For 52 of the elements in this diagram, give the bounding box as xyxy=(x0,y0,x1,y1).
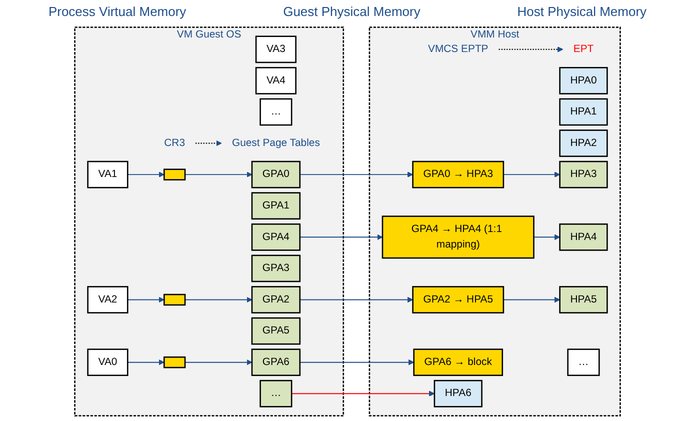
node-box: GPA4 → HPA4 (1:1 mapping) xyxy=(382,216,534,259)
arrow xyxy=(502,296,560,303)
node-text: EPT xyxy=(573,44,594,55)
node-box: GPA3 xyxy=(251,254,301,282)
column-heading: Process Virtual Memory xyxy=(48,4,186,18)
node-box: GPA6 → block xyxy=(413,348,504,376)
arrow xyxy=(291,390,435,396)
node-box: VA1 xyxy=(87,160,128,188)
node-box: VA3 xyxy=(255,36,296,64)
node-box: … xyxy=(567,348,600,376)
node-box: VA4 xyxy=(255,66,296,94)
arrow xyxy=(299,172,414,178)
node-box: HPA5 xyxy=(559,286,608,314)
node-box: HPA2 xyxy=(559,130,608,157)
node-box: GPA6 xyxy=(251,348,301,376)
node-box: HPA3 xyxy=(559,160,608,188)
node-box: GPA4 xyxy=(251,223,301,251)
column-heading: Host Physical Memory xyxy=(517,4,647,18)
node-box xyxy=(164,294,186,306)
node-box: VA0 xyxy=(87,348,128,376)
node-box: HPA1 xyxy=(559,98,608,126)
node-text: CR3 xyxy=(164,137,186,148)
column-heading: Guest Physical Memory xyxy=(283,4,420,18)
node-box: GPA2 xyxy=(251,286,301,314)
node-box: HPA4 xyxy=(559,223,608,251)
node-box: GPA2 → HPA5 xyxy=(412,286,504,314)
node-box: GPA0 → HPA3 xyxy=(412,160,504,188)
node-box: GPA1 xyxy=(251,192,301,220)
arrow xyxy=(299,234,383,240)
arrow xyxy=(184,359,252,366)
arrow xyxy=(498,46,564,52)
node-text: Guest Page Tables xyxy=(232,137,320,148)
node-box xyxy=(164,168,186,180)
node-box: HPA0 xyxy=(559,66,608,94)
node-box: GPA0 xyxy=(251,160,301,188)
node-box xyxy=(164,356,186,368)
node-box: GPA5 xyxy=(251,317,301,345)
arrow xyxy=(184,296,252,303)
arrow xyxy=(533,234,560,240)
arrow xyxy=(299,359,414,366)
arrow xyxy=(184,172,252,178)
node-box: … xyxy=(260,380,292,408)
node-box: VA2 xyxy=(87,286,128,314)
node-box: … xyxy=(260,98,292,126)
arrow xyxy=(299,296,414,303)
arrow xyxy=(127,172,164,178)
node-text: VMCS EPTP xyxy=(428,44,488,55)
node-box: HPA6 xyxy=(434,380,482,408)
arrow xyxy=(127,296,164,303)
arrow xyxy=(194,140,222,146)
arrow xyxy=(502,172,560,178)
arrow xyxy=(127,359,164,366)
